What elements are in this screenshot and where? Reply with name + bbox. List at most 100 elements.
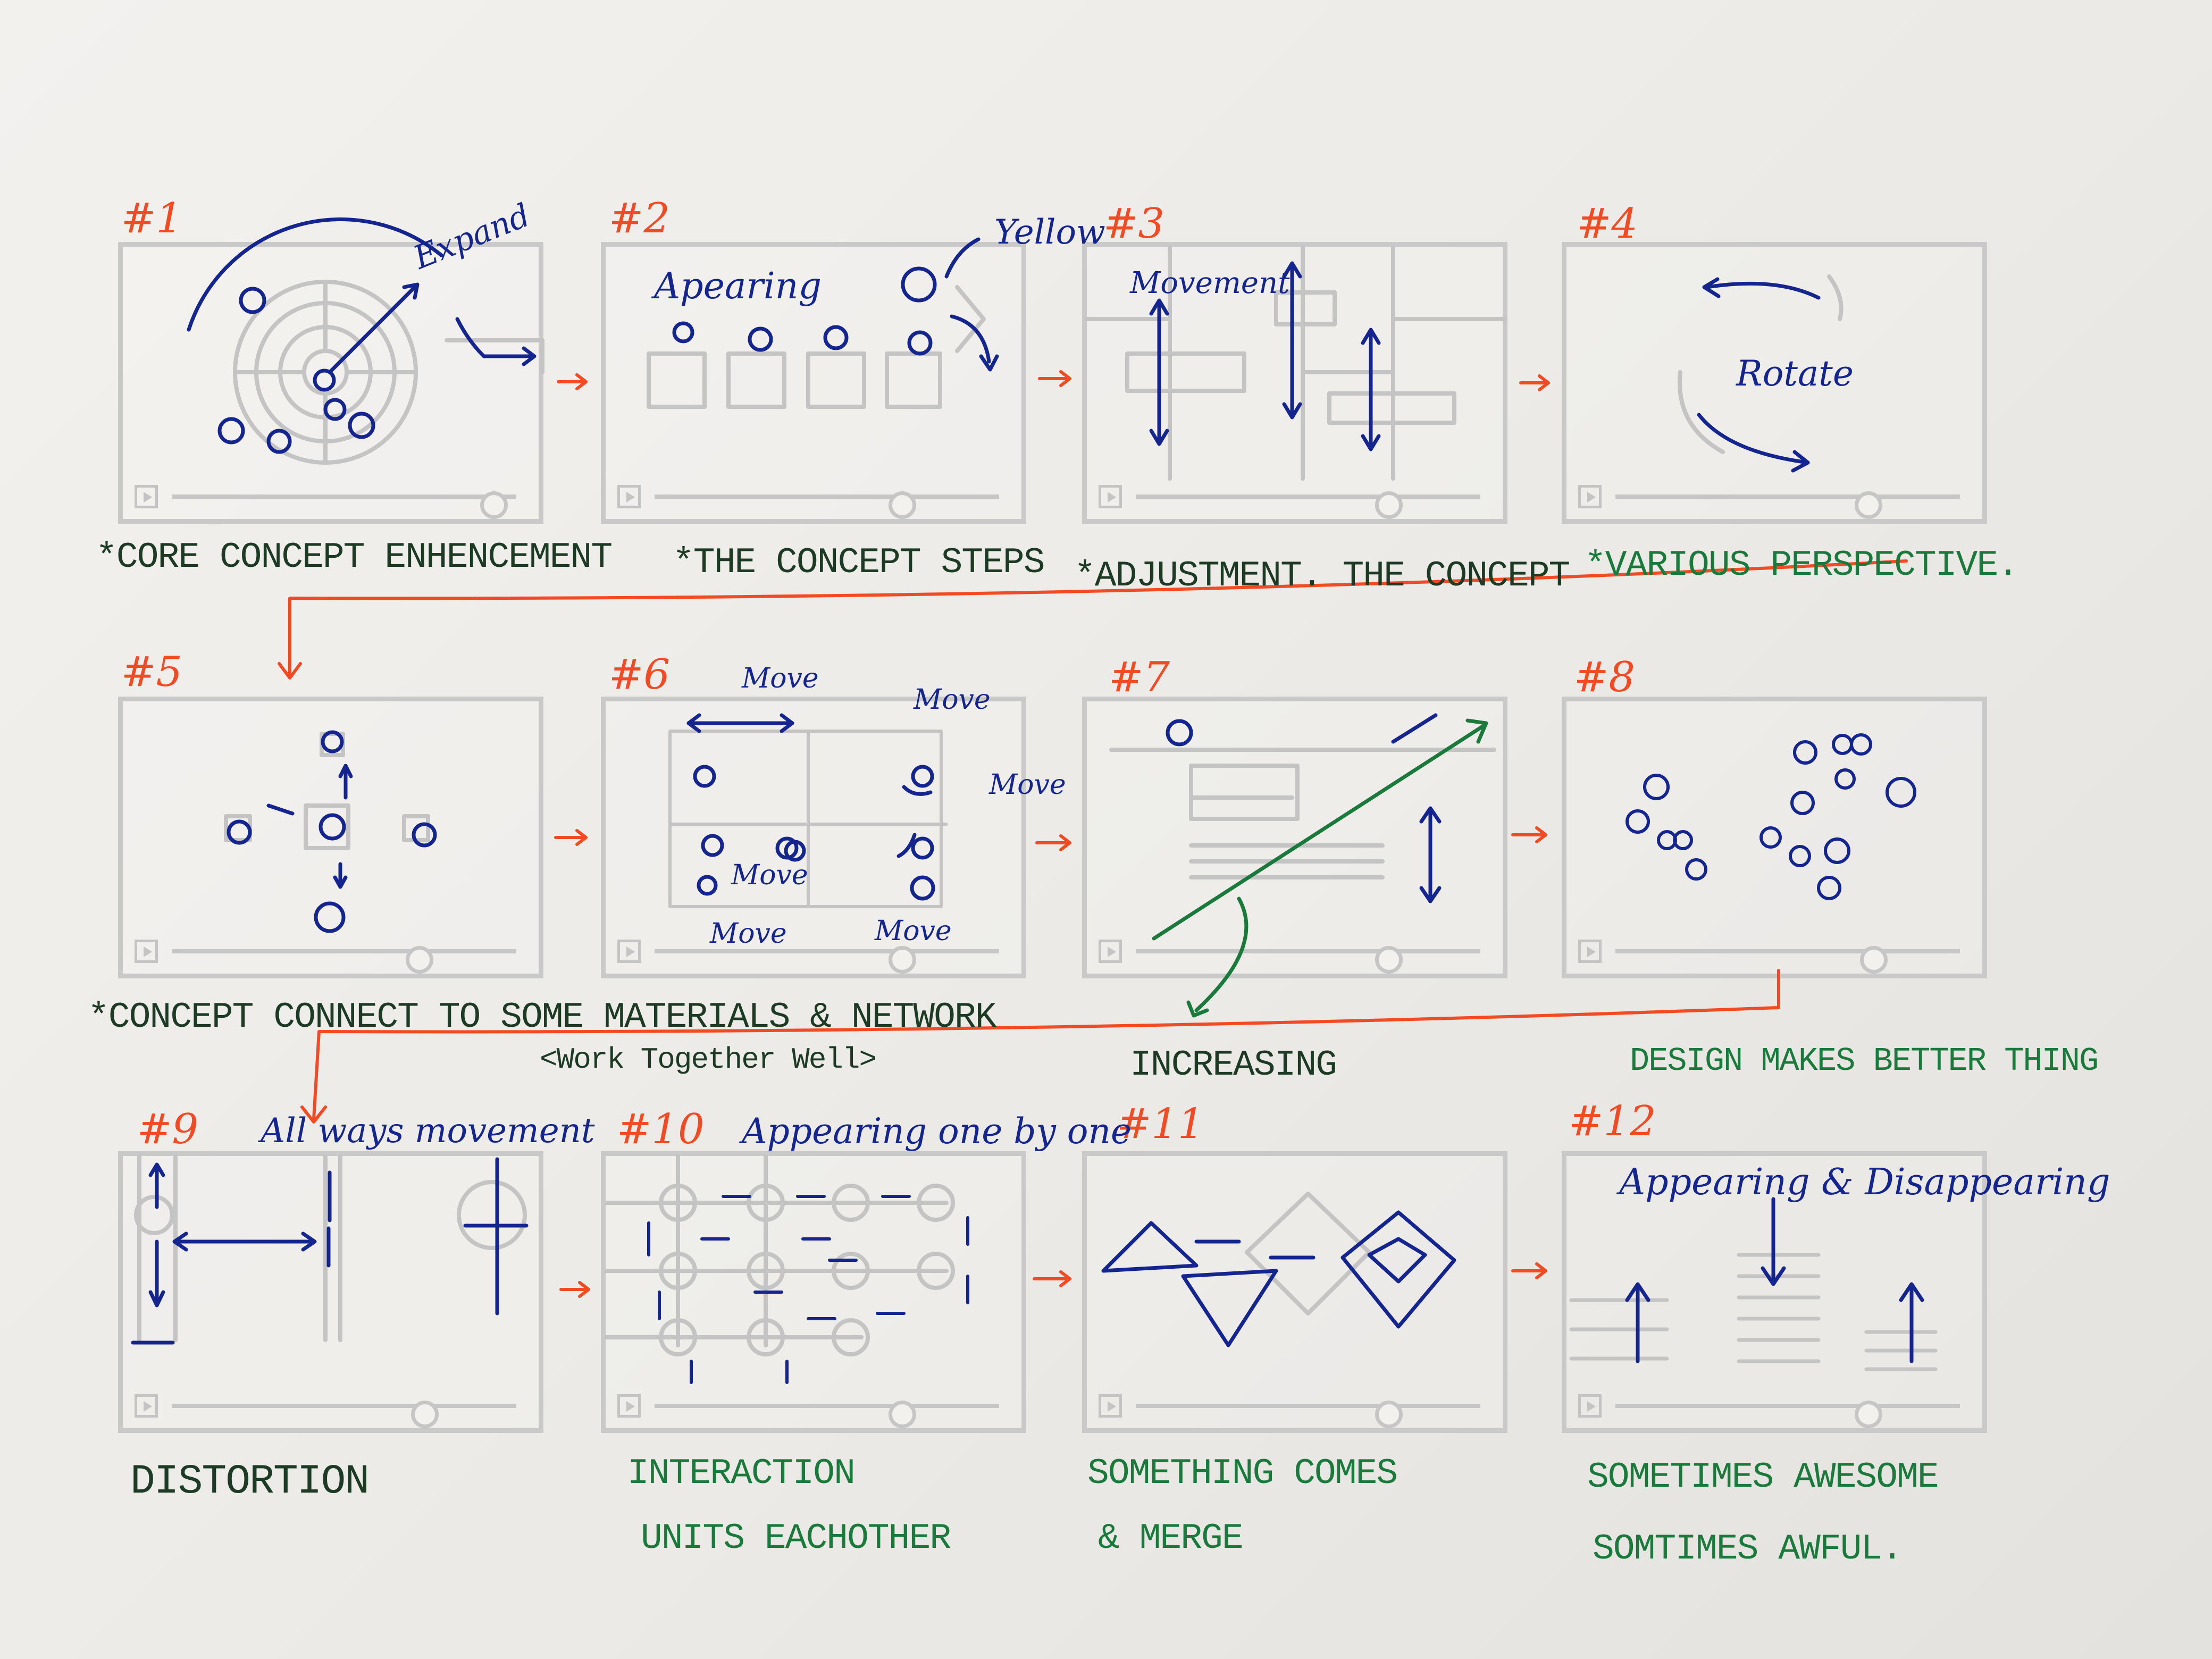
storyboard-frame-4 <box>1562 242 1987 524</box>
note-appearing-disappearing: Appearing & Disappearing <box>1619 1161 2110 1203</box>
appearing-boxes-sketch <box>647 285 986 409</box>
note-all-ways-movement: All ways movement <box>261 1111 595 1151</box>
play-icon <box>617 1394 641 1418</box>
progress-knob <box>1375 491 1403 519</box>
progress-track <box>1615 946 1960 974</box>
play-icon <box>1578 485 1602 508</box>
progress-knob <box>889 946 916 974</box>
note-move-mid: Move <box>731 859 808 891</box>
progress-knob <box>480 491 508 519</box>
panel-number-4: #4 <box>1577 200 1638 248</box>
rotate-shapes-sketch <box>1678 274 1844 454</box>
progress-knob <box>411 1401 439 1428</box>
storyboard-frame-8 <box>1562 697 1987 978</box>
panel-number-8: #8 <box>1574 653 1635 701</box>
play-icon <box>135 485 158 508</box>
storyboard-frame-3 <box>1082 242 1507 524</box>
expand-arrows-sketch <box>187 217 537 454</box>
progress-track <box>1136 946 1480 974</box>
progress-knob <box>889 1401 916 1428</box>
note-move-right-2: Move <box>989 769 1066 801</box>
caption-increasing: INCREASING <box>1130 1045 1337 1086</box>
play-icon <box>1099 485 1122 508</box>
caption-core-concept: *CORE CONCEPT ENHENCEMENT <box>96 537 613 578</box>
play-icon <box>1578 1394 1602 1418</box>
panel-number-11: #11 <box>1117 1100 1204 1148</box>
panel-number-9: #9 <box>137 1105 198 1153</box>
storyboard-frame-2 <box>601 242 1026 524</box>
progress-track <box>172 1401 516 1428</box>
play-icon <box>1099 940 1122 963</box>
progress-knob <box>889 491 916 519</box>
movement-arrows-sketch <box>1149 261 1381 451</box>
caption-various-perspective: *VARIOUS PERSPECTIVE. <box>1585 545 2019 586</box>
storyboard-frame-11 <box>1082 1151 1507 1433</box>
play-icon <box>617 485 641 508</box>
panel-number-3: #3 <box>1103 200 1164 248</box>
distortion-bars-sketch <box>134 1154 527 1342</box>
progress-track <box>1136 491 1480 519</box>
progress-knob <box>1375 946 1403 974</box>
appearing-marks-sketch <box>672 237 999 372</box>
interaction-arrows-sketch <box>647 1195 969 1384</box>
progress-knob <box>406 946 433 974</box>
caption-interaction: INTERACTION <box>627 1453 856 1494</box>
storyboard-frame-6 <box>601 697 1026 978</box>
note-movement: Movement <box>1130 266 1290 300</box>
network-grid-sketch <box>668 730 948 908</box>
play-icon <box>617 940 641 963</box>
progress-track <box>172 946 516 974</box>
progress-track <box>1615 1401 1960 1428</box>
progress-knob <box>1855 491 1882 519</box>
progress-knob <box>1855 1401 1882 1428</box>
progress-track <box>655 946 999 974</box>
progress-track <box>172 491 516 519</box>
note-yellow: Yellow <box>994 213 1105 252</box>
increasing-arrows-sketch <box>1166 713 1442 903</box>
panel-number-2: #2 <box>609 195 670 242</box>
panel-number-6: #6 <box>609 651 670 699</box>
clustered-marks-sketch <box>1626 733 1916 900</box>
panel-number-12: #12 <box>1569 1097 1656 1145</box>
increasing-green-arrow <box>1152 718 1488 1018</box>
cross-arrows-sketch <box>227 730 437 933</box>
panel-number-5: #5 <box>121 648 182 696</box>
increasing-layout-sketch <box>1109 748 1496 879</box>
note-rotate: Rotate <box>1736 353 1854 394</box>
flow-arrows <box>278 370 1908 1298</box>
network-marks-sketch <box>686 713 935 901</box>
note-appearing-one-by-one: Appearing one by one <box>742 1111 1132 1152</box>
caption-concept-steps: *THE CONCEPT STEPS <box>673 542 1045 583</box>
note-move-right-1: Move <box>914 684 991 716</box>
caption-work-together: <Work Together Well> <box>540 1043 877 1077</box>
play-icon <box>1578 940 1602 963</box>
caption-adjustment: *ADJUSTMENT. THE CONCEPT <box>1074 556 1570 597</box>
caption-design-makes-better: DESIGN MAKES BETTER THING <box>1630 1042 2099 1080</box>
progress-track <box>655 491 999 519</box>
rotate-arrows-sketch <box>1697 277 1821 473</box>
progress-knob <box>1860 946 1888 974</box>
lines-sketch <box>1569 1253 1938 1371</box>
appear-arrows-sketch <box>1625 1197 1924 1363</box>
storyboard-frame-10 <box>601 1151 1026 1433</box>
progress-track <box>655 1401 999 1428</box>
caption-something-comes: SOMETHING COMES <box>1087 1453 1398 1494</box>
note-move-bottom-2: Move <box>875 915 952 947</box>
play-icon <box>1099 1394 1122 1418</box>
play-icon <box>135 1394 158 1418</box>
merge-shapes-sketch <box>1245 1192 1371 1316</box>
target-rings-sketch <box>233 280 544 465</box>
panel-number-7: #7 <box>1109 653 1170 701</box>
panel-number-1: #1 <box>121 195 182 242</box>
merge-triangles-sketch <box>1101 1210 1456 1347</box>
play-icon <box>135 940 158 963</box>
note-move-bottom-1: Move <box>710 918 787 950</box>
caption-distortion: DISTORTION <box>130 1459 370 1505</box>
adjust-bars-sketch <box>1084 245 1507 481</box>
storyboard-frame-7 <box>1082 697 1507 978</box>
progress-track <box>1615 491 1960 519</box>
caption-units-eachother: UNITS EACHOTHER <box>641 1518 951 1559</box>
interaction-grid-sketch <box>604 1154 955 1356</box>
note-move-top: Move <box>742 663 819 694</box>
